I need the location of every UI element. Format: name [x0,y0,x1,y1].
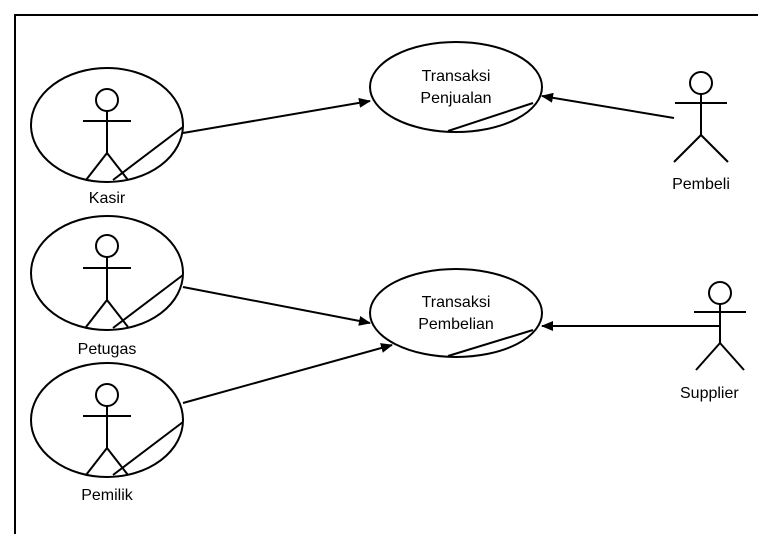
association-petugas-pembelian[interactable] [182,286,371,326]
stick-figure-icon [83,383,131,476]
actor-label-pemilik: Pemilik [81,487,134,504]
use-case-label-line2: Penjualan [420,90,491,107]
use-case-label-line2: Pembelian [418,316,494,333]
actor-label-supplier: Supplier [680,385,739,402]
use-case-label-line1: Transaksi [422,294,491,311]
use-case-transaksi-penjualan[interactable]: Transaksi Penjualan [369,41,543,133]
association-pemilik-pembelian[interactable] [182,343,393,404]
stick-figure-icon [83,88,131,181]
stick-figure-icon [694,281,746,371]
associations [182,92,720,404]
actor-label-kasir: Kasir [89,190,126,207]
actor-label-pembeli: Pembeli [672,176,730,193]
business-actor-kasir[interactable]: Kasir [30,67,184,207]
actor-supplier[interactable]: Supplier [680,281,746,402]
stick-figure-icon [673,71,729,163]
use-case-label-line1: Transaksi [422,68,491,85]
use-case-diagram: Kasir Petugas Pemilik Transaksi Pe [30,41,746,504]
association-pembeli-penjualan[interactable] [541,92,675,119]
actor-pembeli[interactable]: Pembeli [672,71,730,193]
diagram-frame [14,14,758,534]
stick-figure-icon [83,234,131,328]
use-case-transaksi-pembelian[interactable]: Transaksi Pembelian [369,268,543,358]
business-actor-pemilik[interactable]: Pemilik [30,362,184,504]
actor-label-petugas: Petugas [78,341,137,358]
business-actor-petugas[interactable]: Petugas [30,215,184,358]
association-kasir-penjualan[interactable] [182,97,371,134]
